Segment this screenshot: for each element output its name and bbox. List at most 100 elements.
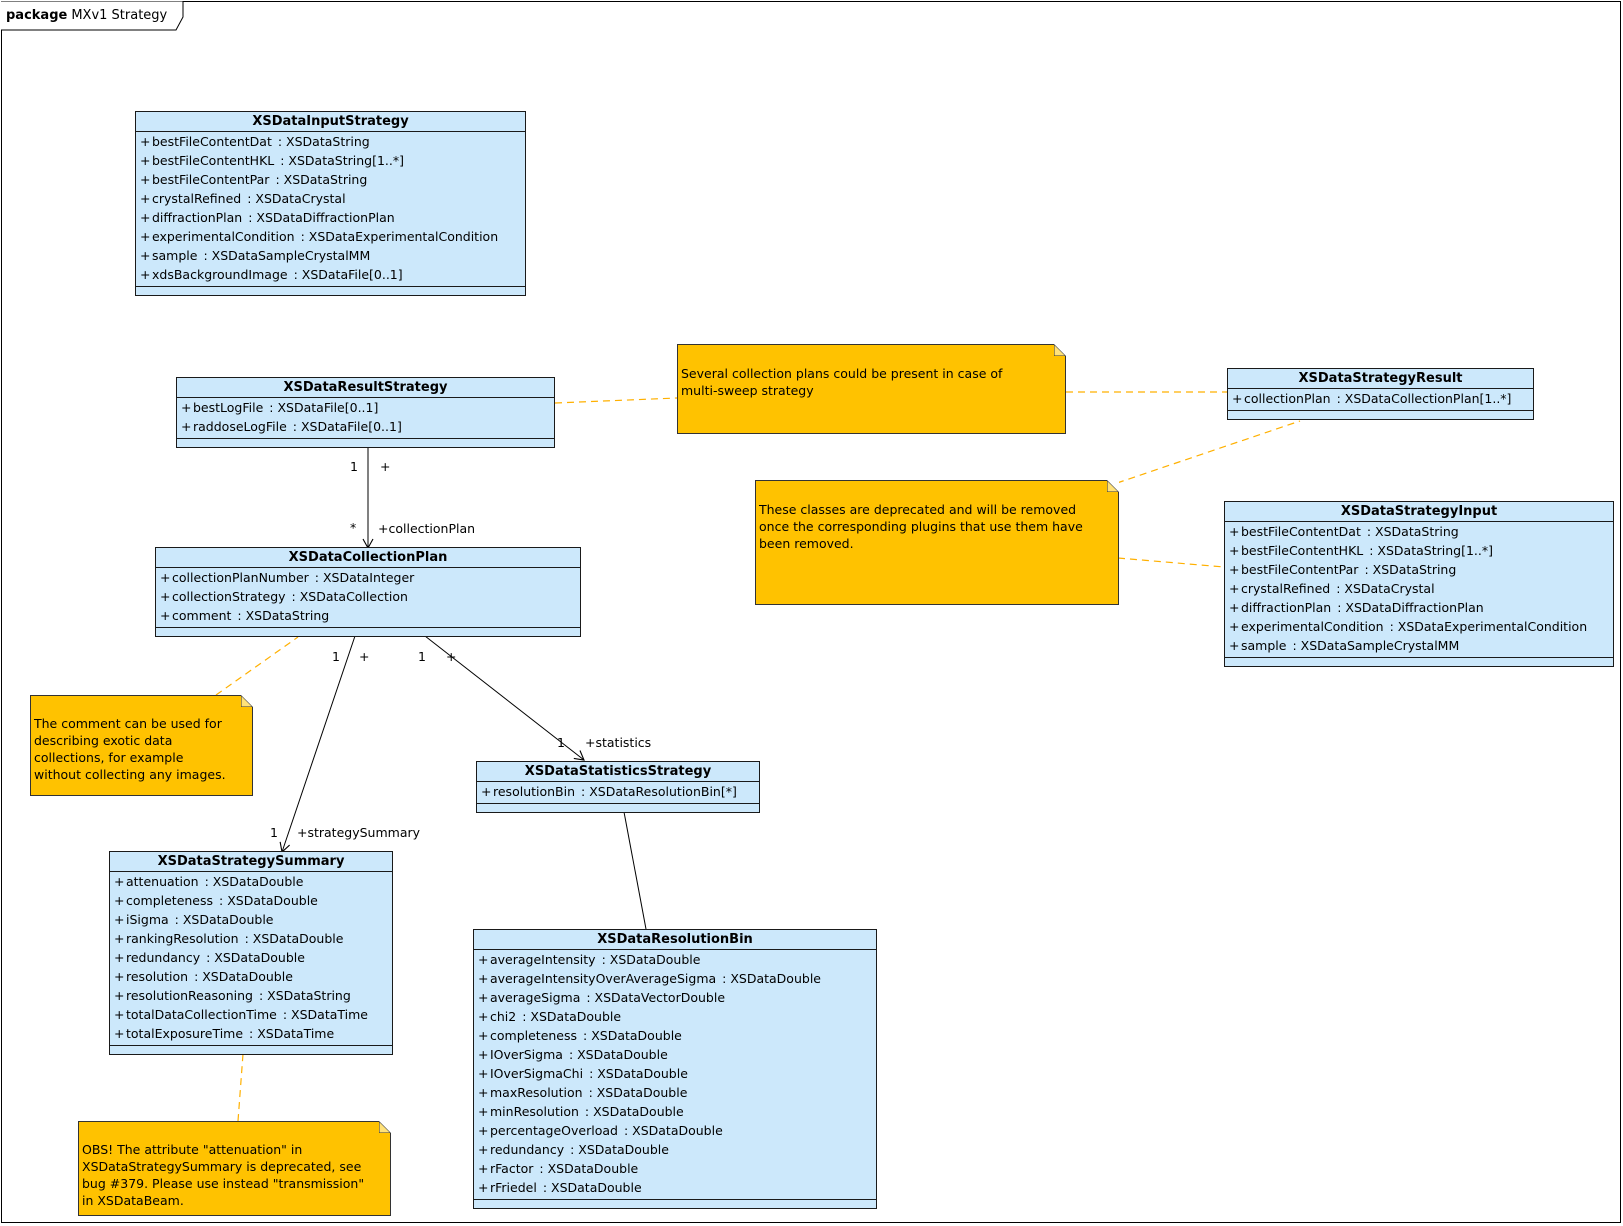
attribute-visibility: +: [181, 400, 192, 415]
attribute-name: diffractionPlan: [152, 210, 243, 225]
attribute-name: resolution: [126, 969, 189, 984]
attribute-name: redundancy: [490, 1142, 565, 1157]
attribute-list: +attenuation: XSDataDouble+completeness:…: [110, 872, 392, 1046]
attribute-type: : XSDataDouble: [194, 969, 293, 984]
attribute-row: +collectionPlan: XSDataCollectionPlan[1.…: [1228, 389, 1533, 408]
attribute-visibility: +: [140, 229, 151, 244]
attribute-row: +raddoseLogFile: XSDataFile[0..1]: [177, 417, 554, 436]
assoc-plan-stats-src-vis: +: [446, 649, 457, 664]
class-name: XSDataStrategySummary: [110, 852, 392, 872]
class-xsdata-strategy-result[interactable]: XSDataStrategyResult +collectionPlan: XS…: [1227, 368, 1534, 420]
attribute-row: +completeness: XSDataDouble: [474, 1026, 876, 1045]
attribute-visibility: +: [160, 570, 171, 585]
attribute-name: bestLogFile: [193, 400, 264, 415]
attribute-row: +redundancy: XSDataDouble: [474, 1140, 876, 1159]
attribute-visibility: +: [481, 784, 492, 799]
attribute-type: : XSDataDouble: [174, 912, 274, 927]
attribute-name: collectionPlan: [1244, 391, 1331, 406]
attribute-type: : XSDataString: [1364, 562, 1457, 577]
note-comment-usage[interactable]: The comment can be used for describing e…: [30, 695, 253, 796]
attribute-visibility: +: [478, 1123, 489, 1138]
attribute-row: +diffractionPlan: XSDataDiffractionPlan: [1225, 598, 1613, 617]
attribute-visibility: +: [140, 267, 151, 282]
note-attenuation-obs[interactable]: OBS! The attribute "attenuation" in XSDa…: [78, 1121, 391, 1216]
attribute-type: : XSDataVectorDouble: [586, 990, 726, 1005]
attribute-name: collectionPlanNumber: [172, 570, 309, 585]
assoc-plan-stats-src-mult: 1: [418, 649, 426, 664]
class-xsdata-input-strategy[interactable]: XSDataInputStrategy +bestFileContentDat:…: [135, 111, 526, 296]
attribute-name: bestFileContentDat: [152, 134, 272, 149]
attribute-row: +xdsBackgroundImage: XSDataFile[0..1]: [136, 265, 525, 284]
attribute-row: +bestFileContentPar: XSDataString: [1225, 560, 1613, 579]
attribute-name: chi2: [490, 1009, 517, 1024]
attribute-row: +IOverSigmaChi: XSDataDouble: [474, 1064, 876, 1083]
attribute-name: totalExposureTime: [126, 1026, 244, 1041]
attribute-type: : XSDataString: [277, 134, 370, 149]
attribute-name: iSigma: [126, 912, 169, 927]
class-xsdata-collection-plan[interactable]: XSDataCollectionPlan +collectionPlanNumb…: [155, 547, 581, 637]
attribute-row: +iSigma: XSDataDouble: [110, 910, 392, 929]
attribute-row: +IOverSigma: XSDataDouble: [474, 1045, 876, 1064]
assoc-plan-stats-tgt-role: +statistics: [585, 735, 652, 750]
attribute-visibility: +: [140, 191, 151, 206]
attribute-row: +averageSigma: XSDataVectorDouble: [474, 988, 876, 1007]
attribute-visibility: +: [114, 988, 125, 1003]
attribute-name: bestFileContentPar: [152, 172, 270, 187]
note-multi-sweep[interactable]: Several collection plans could be presen…: [677, 344, 1066, 434]
attribute-visibility: +: [114, 893, 125, 908]
class-name: XSDataInputStrategy: [136, 112, 525, 132]
attribute-row: +experimentalCondition: XSDataExperiment…: [1225, 617, 1613, 636]
attribute-name: completeness: [490, 1028, 578, 1043]
attribute-type: : XSDataString: [237, 608, 330, 623]
attribute-type: : XSDataDouble: [522, 1009, 622, 1024]
attribute-name: redundancy: [126, 950, 201, 965]
class-xsdata-statistics-strategy[interactable]: XSDataStatisticsStrategy +resolutionBin:…: [476, 761, 760, 813]
attribute-row: +maxResolution: XSDataDouble: [474, 1083, 876, 1102]
attribute-row: +averageIntensity: XSDataDouble: [474, 950, 876, 969]
package-name: MXv1 Strategy: [71, 8, 168, 23]
attribute-visibility: +: [478, 1085, 489, 1100]
class-xsdata-resolution-bin[interactable]: XSDataResolutionBin +averageIntensity: X…: [473, 929, 877, 1209]
attribute-list: +collectionPlanNumber: XSDataInteger+col…: [156, 568, 580, 628]
attribute-type: : XSDataDiffractionPlan: [1337, 600, 1484, 615]
class-name: XSDataStatisticsStrategy: [477, 762, 759, 782]
class-name: XSDataCollectionPlan: [156, 548, 580, 568]
operation-list: [1228, 411, 1533, 419]
attribute-visibility: +: [478, 1161, 489, 1176]
assoc-plan-summary-tgt-role: +strategySummary: [297, 825, 421, 840]
attribute-name: collectionStrategy: [172, 589, 286, 604]
attribute-row: +crystalRefined: XSDataCrystal: [1225, 579, 1613, 598]
attribute-type: : XSDataDouble: [601, 952, 701, 967]
class-xsdata-strategy-summary[interactable]: XSDataStrategySummary +attenuation: XSDa…: [109, 851, 393, 1055]
attribute-row: +resolution : XSDataDouble: [110, 967, 392, 986]
attribute-row: +sample: XSDataSampleCrystalMM: [1225, 636, 1613, 655]
attribute-type: : XSDataString: [275, 172, 368, 187]
attribute-type: : XSDataDouble: [589, 1066, 688, 1081]
operation-list: [177, 439, 554, 447]
class-xsdata-strategy-input[interactable]: XSDataStrategyInput +bestFileContentDat:…: [1224, 501, 1614, 667]
attribute-name: experimentalCondition: [152, 229, 295, 244]
note-deprecated[interactable]: These classes are deprecated and will be…: [755, 480, 1119, 605]
attribute-name: diffractionPlan: [1241, 600, 1332, 615]
attribute-visibility: +: [1229, 638, 1240, 653]
operation-list: [156, 628, 580, 636]
attribute-row: +attenuation: XSDataDouble: [110, 872, 392, 891]
assoc-plan-summary-tgt-mult: 1: [270, 825, 278, 840]
attribute-type: : XSDataSampleCrystalMM: [203, 248, 371, 263]
attribute-visibility: +: [478, 990, 489, 1005]
class-xsdata-result-strategy[interactable]: XSDataResultStrategy +bestLogFile: XSDat…: [176, 377, 555, 448]
attribute-visibility: +: [478, 1142, 489, 1157]
attribute-type: : XSDataCrystal: [247, 191, 346, 206]
attribute-name: averageIntensityOverAverageSigma: [490, 971, 717, 986]
attribute-type: : XSDataDouble: [722, 971, 821, 986]
attribute-type: : XSDataFile[0..1]: [293, 267, 403, 282]
attribute-type: : XSDataResolutionBin[*]: [581, 784, 737, 799]
attribute-visibility: +: [478, 1066, 489, 1081]
attribute-visibility: +: [140, 153, 151, 168]
attribute-row: +totalExposureTime: XSDataTime: [110, 1024, 392, 1043]
attribute-row: +bestFileContentDat: XSDataString: [1225, 522, 1613, 541]
attribute-visibility: +: [114, 969, 125, 984]
attribute-visibility: +: [140, 210, 151, 225]
attribute-type: : XSDataFile[0..1]: [269, 400, 379, 415]
